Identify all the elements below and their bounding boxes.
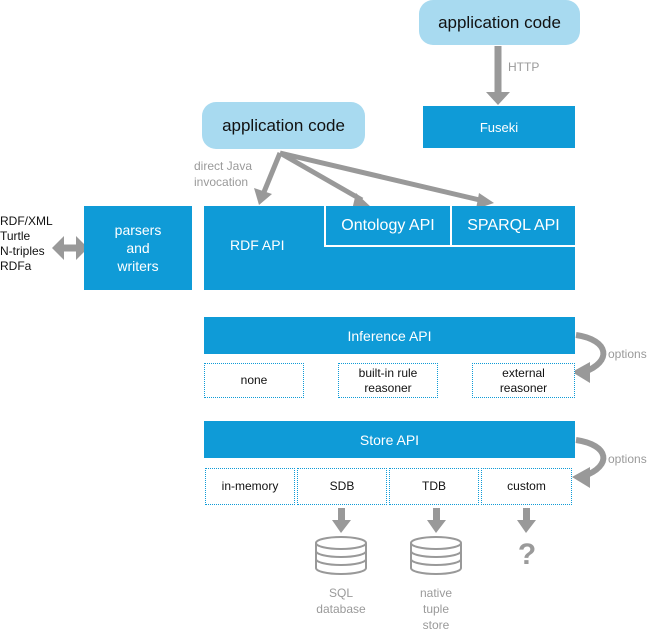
parsers-line-3: writers — [117, 258, 159, 274]
format-list: RDF/XML Turtle N-triples RDFa — [0, 214, 53, 274]
format-ntriples: N-triples — [0, 244, 45, 258]
arrow-head-rdf — [254, 188, 272, 205]
external-line-1: external — [502, 365, 545, 380]
format-arrow-left-head — [52, 236, 64, 260]
sparql-api-box: SPARQL API — [450, 206, 575, 247]
arrow-head-sparql — [476, 193, 494, 209]
java-invocation-arrows — [261, 150, 485, 204]
store-option-inmemory: in-memory — [205, 468, 295, 505]
native-line-3: store — [422, 618, 450, 632]
inference-options-curve — [575, 332, 607, 375]
external-line-2: reasoner — [499, 380, 548, 395]
direct-java-label: direct Java invocation — [194, 158, 252, 190]
arrow-head-ontology — [352, 193, 372, 210]
format-arrow-right-head — [76, 236, 88, 260]
http-label: HTTP — [508, 60, 540, 74]
store-options-label: options — [608, 452, 647, 466]
format-turtle: Turtle — [0, 229, 31, 243]
rdf-api-label: RDF API — [230, 237, 285, 253]
parsers-writers-box: parsers and writers — [84, 206, 192, 290]
inference-options-head — [572, 362, 590, 383]
store-option-tdb: TDB — [389, 468, 479, 505]
format-rdfxml: RDF/XML — [0, 214, 53, 228]
store-option-custom: custom — [481, 468, 572, 505]
native-line-2: tuple — [422, 602, 450, 616]
sql-line-2: database — [316, 602, 366, 616]
app-code-top: application code — [419, 0, 580, 45]
store-api-bar: Store API — [204, 421, 575, 458]
sql-database-icon — [315, 536, 367, 575]
store-options-head — [572, 467, 590, 488]
unknown-store-glyph: ? — [517, 538, 537, 571]
inference-api-bar: Inference API — [204, 317, 575, 354]
direct-java-line-1: direct Java — [194, 159, 253, 173]
parsers-line-1: parsers — [114, 222, 162, 238]
inference-options-label: options — [608, 347, 647, 361]
ontology-api-box: Ontology API — [324, 206, 450, 247]
native-store-label: native tuple store — [406, 585, 466, 633]
inference-option-builtin: built-in rule reasoner — [338, 363, 438, 398]
builtin-line-2: reasoner — [364, 380, 412, 395]
store-option-sdb: SDB — [297, 468, 387, 505]
http-arrow-head — [486, 92, 510, 105]
store-options-curve — [575, 437, 607, 479]
format-rdfa: RDFa — [0, 259, 32, 273]
native-store-icon — [410, 536, 462, 575]
storage-arrows — [332, 508, 536, 533]
sql-line-1: SQL — [328, 586, 353, 600]
direct-java-line-2: invocation — [194, 175, 249, 189]
fuseki-box: Fuseki — [423, 106, 575, 148]
inference-option-none: none — [204, 363, 304, 398]
inference-option-external: external reasoner — [472, 363, 575, 398]
app-code-left: application code — [202, 102, 365, 149]
builtin-line-1: built-in rule — [358, 365, 418, 380]
sql-database-label: SQL database — [311, 585, 371, 617]
parsers-line-2: and — [126, 240, 150, 256]
native-line-1: native — [419, 586, 453, 600]
